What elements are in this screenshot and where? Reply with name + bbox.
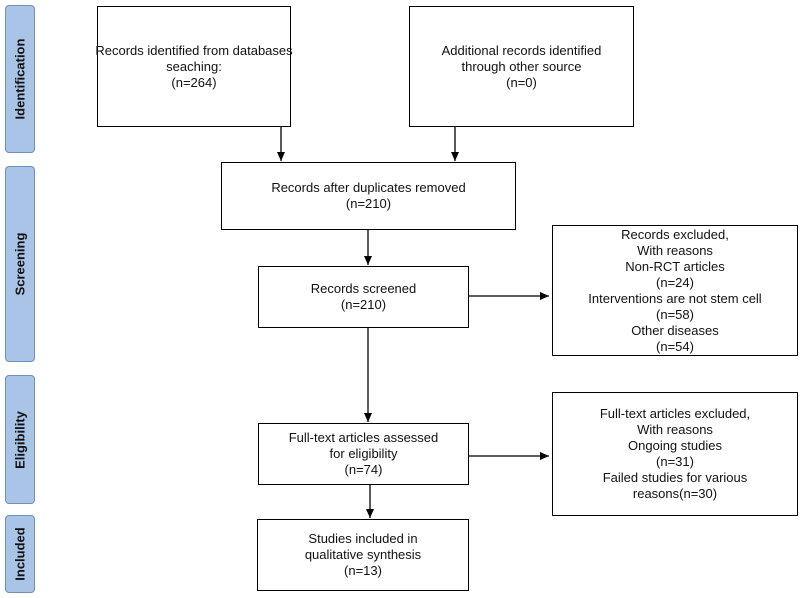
fulltext-excluded-line: Full-text articles excluded,	[599, 406, 751, 421]
box-other-records: Additional records identified through ot…	[409, 6, 634, 127]
records-excluded-line: Interventions are not stem cell	[588, 290, 762, 306]
database-records-line: (n=264)	[171, 74, 217, 90]
fulltext-excluded-line: Failed studies for various	[602, 470, 748, 485]
records-screened-line: Records screened	[310, 281, 417, 296]
other-records-line: through other source	[461, 58, 582, 74]
other-records-line: Additional records identified	[441, 42, 602, 58]
box-database-records: Records identified from databases seachi…	[95, 6, 293, 127]
fulltext-assessed-line: for eligibility	[329, 446, 398, 461]
phase-eligibility: Eligibility	[5, 375, 35, 504]
phase-included: Included	[5, 515, 35, 593]
database-records-line: Records identified from databases	[95, 42, 293, 58]
fulltext-excluded-line: With reasons	[637, 422, 713, 437]
box-records-screened: Records screened (n=210)	[258, 266, 469, 328]
records-excluded-line: Records excluded,	[621, 226, 729, 242]
database-records-line: seaching:	[166, 58, 222, 74]
box-studies-included: Studies included in qualitative synthesi…	[257, 519, 469, 591]
phase-identification: Identification	[5, 5, 35, 153]
records-excluded-line: (n=54)	[656, 338, 694, 354]
records-screened-line: (n=210)	[340, 297, 387, 312]
box-fulltext-assessed: Full-text articles assessed for eligibil…	[258, 423, 469, 485]
fulltext-assessed-line: Full-text articles assessed	[288, 430, 439, 445]
records-excluded-line: Non-RCT articles	[625, 258, 725, 274]
fulltext-excluded-line: (n=31)	[656, 454, 694, 469]
fulltext-excluded-line: Ongoing studies	[628, 438, 722, 453]
fulltext-assessed-line: (n=74)	[344, 462, 383, 477]
box-fulltext-excluded: Full-text articles excluded, With reason…	[552, 392, 798, 516]
records-excluded-line: (n=24)	[656, 274, 694, 290]
after-duplicates-line: (n=210)	[345, 196, 392, 211]
studies-included-line: Studies included in	[308, 531, 418, 546]
records-excluded-line: (n=58)	[656, 306, 694, 322]
box-records-excluded: Records excluded, With reasons Non-RCT a…	[552, 225, 798, 356]
after-duplicates-line: Records after duplicates removed	[271, 180, 466, 195]
studies-included-line: (n=13)	[344, 563, 382, 578]
fulltext-excluded-line: reasons(n=30)	[632, 486, 718, 501]
phase-screening: Screening	[5, 166, 35, 362]
records-excluded-line: With reasons	[637, 242, 713, 258]
studies-included-line: qualitative synthesis	[304, 547, 422, 562]
records-excluded-line: Other diseases	[631, 322, 719, 338]
box-after-duplicates: Records after duplicates removed (n=210)	[221, 162, 516, 230]
other-records-line: (n=0)	[506, 74, 537, 90]
